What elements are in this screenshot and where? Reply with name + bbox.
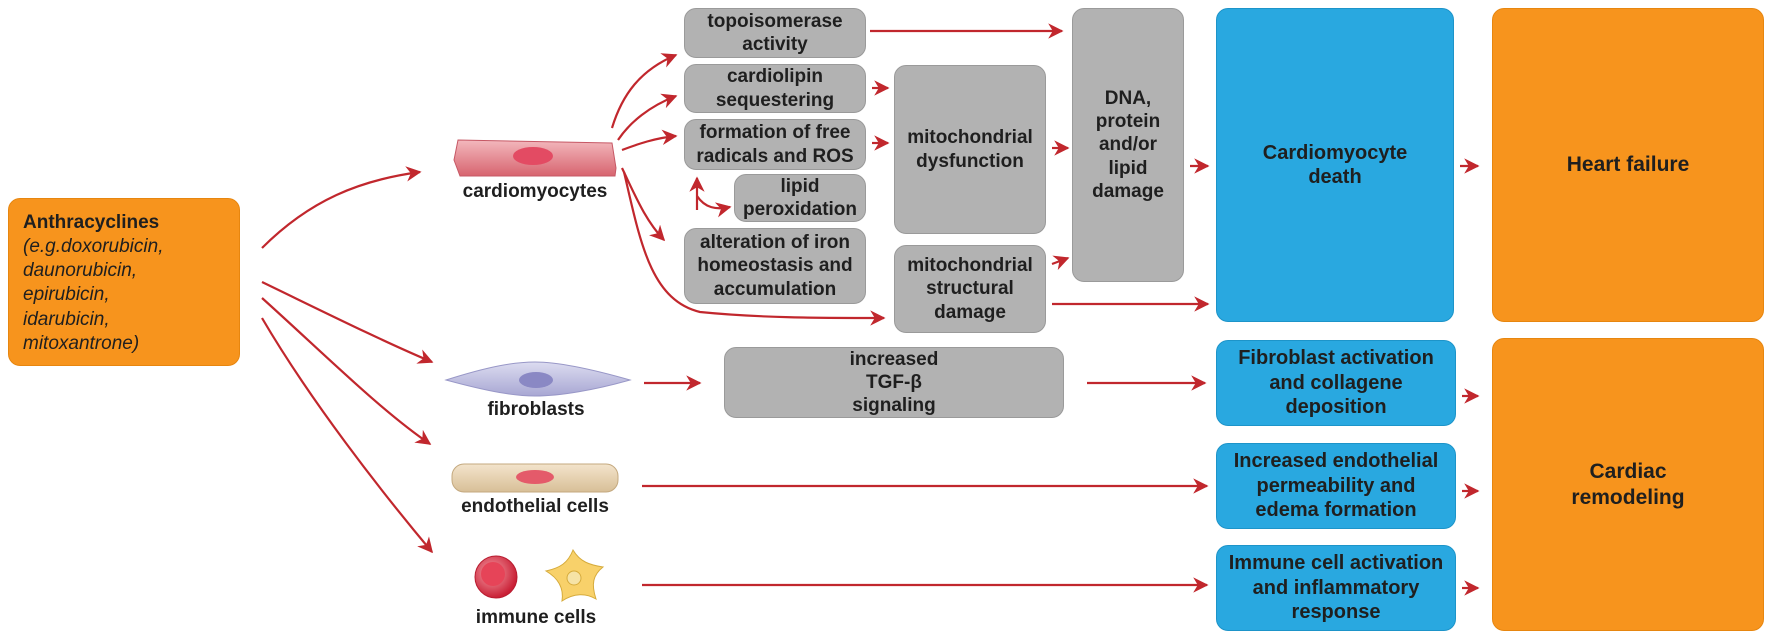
cardiolipin-box: cardiolipin sequestering <box>684 64 866 113</box>
immune-activation-box: Immune cell activation and inflammatory … <box>1216 545 1456 631</box>
arrow-to-free-radicals <box>621 129 678 152</box>
dna-damage-box: DNA, protein and/or lipid damage <box>1072 8 1184 282</box>
endothelial-cell-icon <box>451 463 619 493</box>
free-radicals-box: formation of free radicals and ROS <box>684 119 866 170</box>
arrow-to-immune <box>261 317 433 554</box>
endothelial-cells-label: endothelial cells <box>461 496 609 517</box>
cardiomyocytes-label: cardiomyocytes <box>462 181 608 202</box>
arrow-to-topoisomerase <box>610 53 678 129</box>
tgf-beta-box: increased TGF-β signaling <box>724 347 1064 418</box>
iron-box: alteration of iron homeostasis and accum… <box>684 228 866 304</box>
anthracyclines-title: Anthracyclines <box>23 212 160 233</box>
fibroblasts-label: fibroblasts <box>487 399 585 420</box>
anthracyclines-box: Anthracyclines (e.g.doxorubicin, daunoru… <box>8 198 240 366</box>
immune-cell-round-icon <box>474 555 518 599</box>
arrow-to-cardiolipin <box>617 93 678 141</box>
fibroblast-cell-icon <box>444 361 632 397</box>
topoisomerase-box: topoisomerase activity <box>684 8 866 58</box>
cardiomyocyte-death-box: Cardiomyocyte death <box>1216 8 1454 322</box>
lipid-peroxidation-box: lipid peroxidation <box>734 174 866 222</box>
cardiomyocyte-cell-icon <box>453 139 617 177</box>
arrow-structural-to-dna <box>1051 255 1070 271</box>
arrow-lipid-loop-right <box>696 195 732 218</box>
anthracyclines-examples: (e.g.doxorubicin, daunorubicin, epirubic… <box>23 236 164 354</box>
immune-cells-label: immune cells <box>475 607 597 628</box>
mito-dysfunction-box: mitochondrial dysfunction <box>894 65 1046 234</box>
arrow-to-fibroblasts <box>261 281 434 364</box>
mito-structural-box: mitochondrial structural damage <box>894 245 1046 333</box>
endothelial-permeability-box: Increased endothelial permeability and e… <box>1216 443 1456 529</box>
immune-cell-star-icon <box>544 548 605 603</box>
arrow-to-structural <box>622 171 886 326</box>
cardiac-remodeling-box: Cardiac remodeling <box>1492 338 1764 631</box>
fibroblast-activation-box: Fibroblast activation and collagene depo… <box>1216 340 1456 426</box>
arrow-to-endothelial <box>261 297 432 445</box>
heart-failure-box: Heart failure <box>1492 8 1764 322</box>
arrow-to-cardiomyocytes <box>261 166 422 249</box>
